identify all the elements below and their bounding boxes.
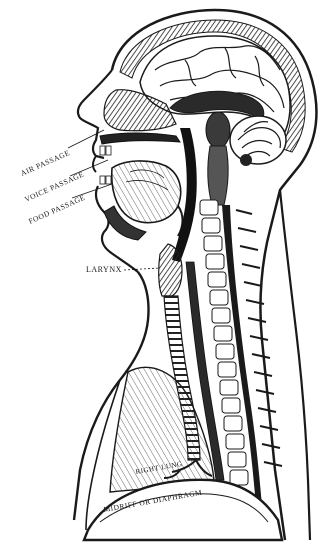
label-air-passage: AIR PASSAGE — [19, 148, 71, 178]
pons — [206, 112, 230, 148]
hard-palate — [100, 133, 180, 144]
brainstem — [208, 146, 228, 205]
label-larynx: LARYNX — [86, 265, 122, 274]
upper-lip — [93, 156, 96, 172]
cerebellum — [230, 116, 286, 166]
teeth — [100, 146, 111, 184]
back-outline — [280, 190, 310, 540]
lung — [110, 367, 214, 492]
spinous-processes — [236, 210, 282, 466]
